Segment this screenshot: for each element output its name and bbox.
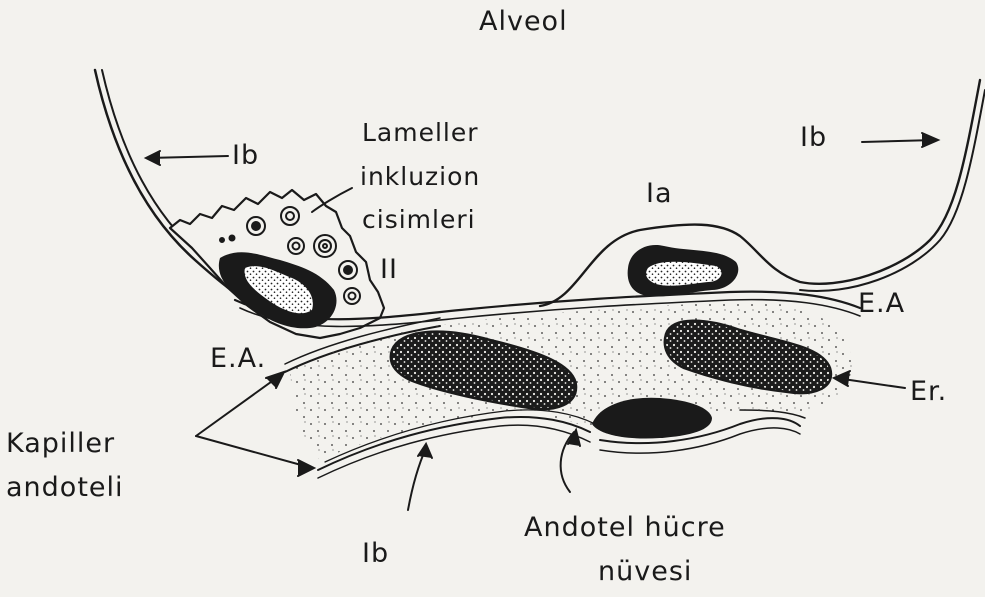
label-kapiller-2: andoteli — [6, 474, 124, 501]
label-lameller-2: inkluzion — [360, 164, 480, 189]
label-ia: Ia — [646, 180, 673, 207]
label-nucleus-2: nüvesi — [598, 558, 692, 585]
label-nucleus-1: Andotel hücre — [524, 514, 726, 541]
label-er: Er. — [910, 378, 947, 405]
kapiller-leader-upper — [196, 374, 282, 436]
label-ib-left: Ib — [232, 142, 259, 169]
kapiller-arrowhead-lower — [298, 460, 314, 476]
kapiller-leader-lower — [196, 436, 312, 468]
label-lameller-1: Lameller — [362, 120, 479, 145]
label-kapiller-1: Kapiller — [6, 430, 115, 457]
label-ib-bottom: Ib — [362, 540, 389, 567]
label-lameller-3: cisimleri — [362, 207, 476, 232]
label-ea-right: E.A — [858, 290, 905, 317]
label-type-ii: II — [380, 256, 398, 283]
type-ia-cell-outline — [540, 80, 980, 306]
ib-left-arrowhead — [146, 151, 160, 165]
ib-bottom-arrowhead — [418, 444, 432, 458]
label-ib-right: Ib — [800, 124, 827, 151]
alveolar-wall-right-inner — [800, 90, 985, 291]
label-ea-left: E.A. — [210, 345, 266, 372]
kapiller-arrowhead-upper — [266, 372, 284, 388]
label-alveol: Alveol — [479, 8, 568, 35]
ib-right-arrowhead — [922, 133, 938, 147]
ib-bottom-leader — [408, 448, 426, 510]
